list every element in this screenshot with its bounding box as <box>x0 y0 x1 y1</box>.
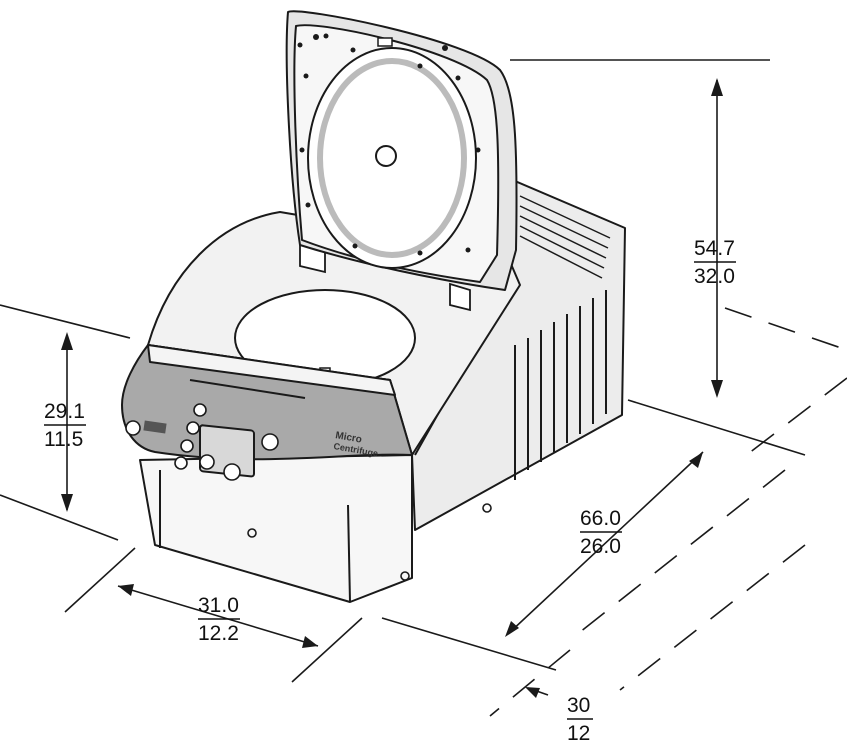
width-top: 31.0 <box>198 594 239 617</box>
centrifuge-front-base <box>139 454 413 603</box>
vent-slots <box>514 290 607 480</box>
height-open-top: 54.7 <box>694 237 735 260</box>
mode-button[interactable] <box>180 439 194 453</box>
start-button[interactable] <box>223 463 241 481</box>
depth-bottom: 26.0 <box>580 535 621 558</box>
down-button[interactable] <box>186 421 200 435</box>
lid-center-knob <box>375 145 397 167</box>
clearance-bottom: 12 <box>567 722 590 745</box>
height-open-bottom: 32.0 <box>694 265 735 288</box>
centrifuge-illustration: Micro Centrifuge <box>121 10 626 603</box>
lid-release-button[interactable] <box>199 454 215 470</box>
power-icon <box>125 420 141 436</box>
dimension-lines <box>0 59 847 717</box>
dim-label-depth: 66.0 26.0 <box>580 507 622 558</box>
stop-button[interactable] <box>174 456 188 470</box>
width-bottom: 12.2 <box>198 622 239 645</box>
dim-label-height-closed: 29.1 11.5 <box>44 400 86 451</box>
dim-label-height-open: 54.7 32.0 <box>694 237 736 288</box>
height-closed-top: 29.1 <box>44 400 85 423</box>
dim-label-width: 31.0 12.2 <box>198 594 240 645</box>
depth-top: 66.0 <box>580 507 621 530</box>
height-closed-bottom: 11.5 <box>44 428 83 451</box>
up-button[interactable] <box>193 403 207 417</box>
brand-top: Micro <box>334 430 362 445</box>
logo-badge <box>143 420 167 434</box>
dim-label-clearance: 30 12 <box>567 694 593 745</box>
clearance-top: 30 <box>567 694 590 717</box>
pulse-button[interactable] <box>261 433 279 451</box>
